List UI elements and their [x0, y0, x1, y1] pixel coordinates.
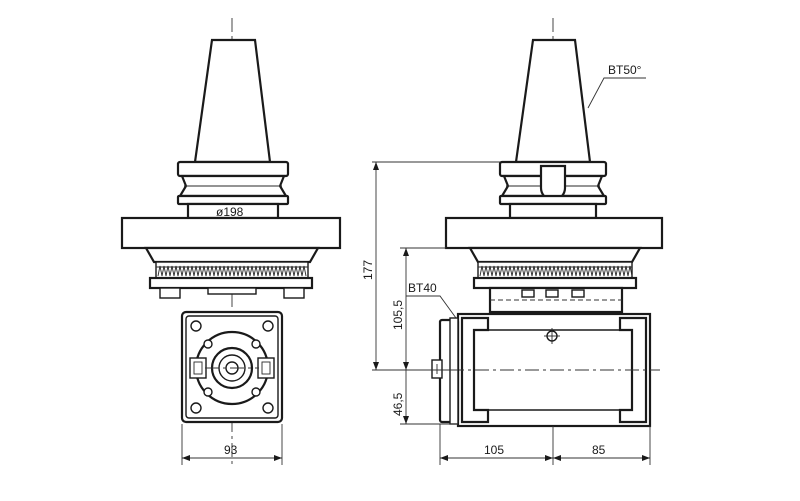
front-view: ø198 93 [120, 18, 342, 465]
callout-bt40: BT40 [408, 281, 437, 295]
tooth-row [479, 265, 633, 277]
dim-85: 85 [592, 443, 606, 457]
dim-177: 177 [361, 260, 375, 280]
main-flange-side [444, 216, 664, 250]
side-view: BT50° BT40 177 105,5 46,5 105 85 [361, 18, 664, 465]
dim-46-5: 46,5 [391, 392, 405, 416]
dim-93: 93 [224, 443, 238, 457]
taper-shank [193, 38, 272, 164]
gear-teeth [156, 265, 308, 277]
main-flange [120, 216, 342, 250]
gear-teeth-side [478, 265, 633, 277]
dim-105: 105 [484, 443, 504, 457]
callout-bt50: BT50° [608, 63, 642, 77]
taper-shank-side [514, 38, 592, 164]
tooth-row [157, 265, 307, 277]
diameter-label: ø198 [216, 205, 244, 219]
dim-105-5: 105,5 [391, 300, 405, 330]
